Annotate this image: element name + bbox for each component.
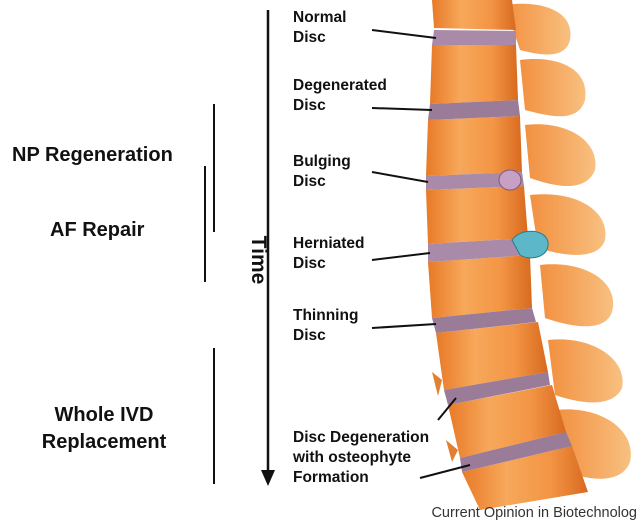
disc-bulge xyxy=(499,170,521,190)
stage-line: Degenerated xyxy=(293,76,387,96)
whole-ivd-line1: Whole IVD xyxy=(24,402,184,429)
stage-line: Thinning xyxy=(293,306,358,326)
treatment-brackets xyxy=(205,104,214,484)
stage-label-bulging: Bulging Disc xyxy=(293,152,351,192)
stage-line: Disc xyxy=(293,172,351,192)
stage-line: Formation xyxy=(293,468,429,488)
stage-line: Herniated xyxy=(293,234,365,254)
stage-label-degenerated: Degenerated Disc xyxy=(293,76,387,116)
stage-line: Disc xyxy=(293,326,358,346)
time-axis-label: Time xyxy=(246,230,270,290)
stage-line: Disc xyxy=(293,28,346,48)
osteophyte xyxy=(432,372,442,396)
stage-label-thinning: Thinning Disc xyxy=(293,306,358,346)
whole-ivd-replacement-label: Whole IVD Replacement xyxy=(24,402,184,456)
stage-label-osteophyte: Disc Degeneration with osteophyte Format… xyxy=(293,428,429,488)
stage-line: Disc Degeneration xyxy=(293,428,429,448)
whole-ivd-line2: Replacement xyxy=(24,429,184,456)
stage-line: Bulging xyxy=(293,152,351,172)
journal-credit: Current Opinion in Biotechnolog xyxy=(431,505,637,521)
stage-line: with osteophyte xyxy=(293,448,429,468)
stage-line: Disc xyxy=(293,254,365,274)
af-repair-label: AF Repair xyxy=(50,217,144,244)
stage-label-herniated: Herniated Disc xyxy=(293,234,365,274)
np-regeneration-label: NP Regeneration xyxy=(12,142,173,169)
arrow-head-icon xyxy=(261,470,275,486)
stage-label-normal: Normal Disc xyxy=(293,8,346,48)
osteophyte xyxy=(446,440,458,462)
stage-line: Disc xyxy=(293,96,387,116)
stage-line: Normal xyxy=(293,8,346,28)
